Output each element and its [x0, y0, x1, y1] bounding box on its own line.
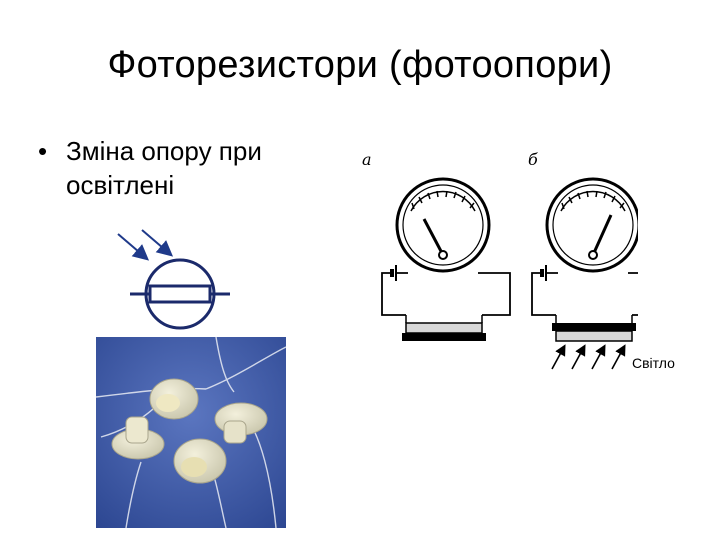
photoresistor-4 [173, 438, 227, 484]
bullet-list: • Зміна опору при освітлені [38, 134, 318, 202]
circuit-a [381, 177, 511, 341]
photoresistor-symbol-icon [117, 229, 230, 330]
light-arrows-icon [117, 229, 174, 261]
slide-title: Фоторезистори (фотоопори) [107, 44, 613, 86]
light-label: Світло [632, 355, 675, 371]
photoresistor-1 [149, 378, 199, 420]
photoresistor-3 [111, 416, 165, 460]
bullet-text: Зміна опору при освітлені [66, 136, 262, 200]
circuit-diagram [381, 177, 638, 370]
photoresistor-photo [96, 337, 286, 528]
light-rays-icon [551, 344, 626, 370]
diagram-label-b: б [528, 150, 538, 169]
bullet-marker: • [38, 136, 48, 166]
circuit-b [531, 177, 638, 370]
diagram-label-a: а [362, 150, 372, 169]
photoresistor-2 [214, 402, 268, 444]
bullet-item: • Зміна опору при освітлені [38, 134, 318, 202]
